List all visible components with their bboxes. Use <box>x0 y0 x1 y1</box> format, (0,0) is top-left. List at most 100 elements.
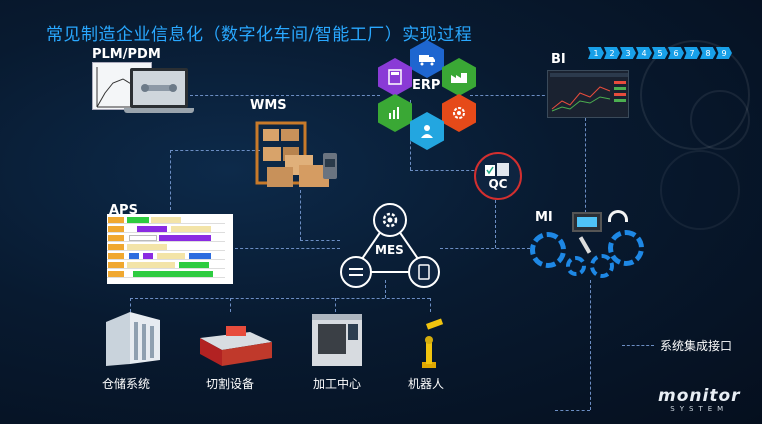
wms-label: WMS <box>250 98 287 113</box>
equipment-label-warehouse: 仓储系统 <box>102 377 151 391</box>
bg-ring <box>640 40 750 150</box>
gantt-bar <box>189 253 211 259</box>
gear-icon <box>530 232 566 268</box>
connector-line <box>230 298 231 312</box>
warehouse-boxes-icon <box>255 115 350 190</box>
legend-dash-sample <box>622 345 654 346</box>
connector-line <box>235 248 340 249</box>
factory-hex-icon <box>442 58 476 96</box>
gear-icon <box>566 256 586 276</box>
mes-gear-node <box>373 203 407 237</box>
gantt-tag <box>108 217 124 223</box>
bi-dashboard <box>547 70 629 118</box>
bi-step: 2 <box>604 47 620 59</box>
gantt-bar <box>157 253 185 259</box>
connector-line <box>385 280 386 298</box>
robot-arm-icon <box>414 318 444 370</box>
bi-step: 6 <box>668 47 684 59</box>
bi-label: BI <box>551 52 566 67</box>
gantt-bar <box>127 244 167 250</box>
mi-label: MI <box>535 210 553 225</box>
device-icon <box>418 264 430 280</box>
mes-label: MES <box>375 243 404 257</box>
gantt-tag <box>108 244 124 250</box>
bi-step: 1 <box>588 47 604 59</box>
connector-line <box>495 200 496 248</box>
gantt-tag <box>108 235 124 241</box>
connector-line <box>410 170 510 171</box>
erp-label: ERP <box>412 78 441 93</box>
dashboard-chart-icon <box>550 73 628 112</box>
equipment-label-cnc: 加工中心 <box>313 377 362 391</box>
bi-step: 4 <box>636 47 652 59</box>
laptop-base <box>124 108 194 113</box>
cnc-machine-icon <box>308 310 370 370</box>
connector-line <box>190 95 380 96</box>
bi-step: 7 <box>684 47 700 59</box>
mes-device-node <box>408 256 440 288</box>
connector-line <box>440 248 530 249</box>
bi-step: 9 <box>716 47 732 59</box>
plm-label: PLM/PDM <box>92 47 161 62</box>
speedometer-icon <box>608 210 628 222</box>
gantt-bar <box>129 253 139 259</box>
checklist-icon <box>485 163 509 176</box>
gantt-bar <box>143 253 153 259</box>
logo-sub: SYSTEM <box>670 405 729 413</box>
cog-hex-icon <box>442 94 476 132</box>
part-model-icon <box>141 84 177 92</box>
gantt-tag <box>108 262 124 268</box>
connector-line <box>590 280 591 410</box>
equipment-label-robot: 机器人 <box>408 377 445 391</box>
equipment-label-cutter: 切割设备 <box>206 377 255 391</box>
connector-line <box>585 118 586 218</box>
bg-ring <box>660 150 740 230</box>
gear-icon <box>382 212 398 228</box>
gantt-chart <box>107 214 233 284</box>
bi-steps: 1 2 3 4 5 6 7 8 9 <box>588 47 732 59</box>
gantt-bar <box>127 217 149 223</box>
qc-label: QC <box>488 177 508 191</box>
laser-cutter-icon <box>196 318 276 370</box>
connector-line <box>300 190 301 240</box>
connector-line <box>170 150 171 210</box>
gantt-bar <box>171 226 211 232</box>
gantt-bar <box>179 262 209 268</box>
qc-badge: QC <box>474 152 522 200</box>
laptop-icon <box>130 68 188 108</box>
gear-icon <box>608 230 644 266</box>
list-icon <box>349 268 363 276</box>
connector-line <box>430 298 431 312</box>
mes-triangle <box>351 216 429 273</box>
gantt-bar <box>137 226 167 232</box>
bi-step: 3 <box>620 47 636 59</box>
gantt-bar <box>159 235 211 241</box>
bi-step: 5 <box>652 47 668 59</box>
gear-icon <box>590 254 614 278</box>
wrench-icon <box>578 236 592 254</box>
page-title: 常见制造企业信息化（数字化车间/智能工厂）实现过程 <box>46 25 473 45</box>
gantt-tag <box>108 253 124 259</box>
bi-step: 8 <box>700 47 716 59</box>
connector-line <box>300 240 340 241</box>
logo-name: monitor <box>658 386 741 406</box>
brand-logo: monitor SYSTEM <box>658 386 741 414</box>
connector-line <box>470 95 550 96</box>
connector-line <box>555 410 590 411</box>
calculator-hex-icon <box>378 58 412 96</box>
person-hex-icon <box>410 112 444 150</box>
connector-line <box>335 298 336 312</box>
gantt-bar <box>129 235 157 241</box>
legend-label: 系统集成接口 <box>660 339 733 353</box>
connector-line <box>130 298 131 312</box>
connector-line <box>170 150 260 151</box>
truck-hex-icon <box>410 40 444 78</box>
chart-hex-icon <box>378 94 412 132</box>
gantt-bar <box>127 262 175 268</box>
gantt-tag <box>108 271 124 277</box>
gantt-bar <box>151 217 181 223</box>
gantt-tag <box>108 226 124 232</box>
warehouse-icon <box>98 308 168 370</box>
connector-line <box>130 298 430 299</box>
bg-ring <box>690 90 750 150</box>
